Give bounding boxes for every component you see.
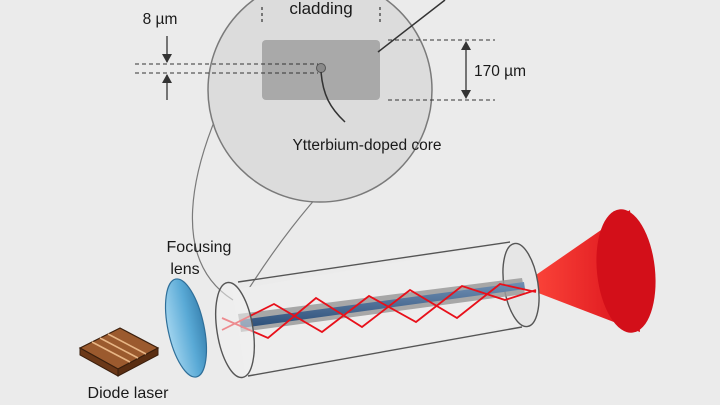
core-size-label: 8 µm xyxy=(143,11,178,28)
clad-arrow-top-head xyxy=(461,41,471,50)
core-dimension: 8 µm xyxy=(135,11,318,100)
lens-shape xyxy=(164,278,208,378)
diode-label: Diode laser xyxy=(88,385,170,402)
pump-ray-1 xyxy=(221,283,537,340)
core-label: Ytterbium-doped core xyxy=(292,137,441,154)
diode-stripe-1 xyxy=(91,341,131,363)
cladding-label: cladding xyxy=(289,0,352,18)
lens-label-line2: lens xyxy=(170,261,199,278)
core-leader-line xyxy=(320,71,346,123)
diode-side-right xyxy=(117,347,159,377)
diode-stripe-3 xyxy=(107,333,147,355)
core-arrow-bottom-head xyxy=(162,74,172,83)
cladding-leader-line xyxy=(377,0,446,53)
output-beam xyxy=(520,209,656,333)
fiber-cross-section-inset: cladding Ytterbium-doped core xyxy=(207,0,446,203)
core-arrow-top-head xyxy=(162,54,172,63)
focusing-lens: Focusing lens xyxy=(164,239,232,378)
cladding-dimension: 170 µm xyxy=(388,39,526,101)
diode-stripe-2 xyxy=(99,337,139,359)
pump-ray-2 xyxy=(221,284,537,334)
core-dot xyxy=(316,63,326,73)
fiber-near-end xyxy=(215,281,255,379)
clad-arrow-bottom-head xyxy=(461,90,471,99)
fiber-top-edge xyxy=(237,241,511,283)
fiber-bottom-edge xyxy=(247,326,523,377)
output-beam-face xyxy=(596,209,656,333)
diode-laser: Diode laser xyxy=(78,327,170,402)
clad-size-label: 170 µm xyxy=(474,63,526,80)
fiber-cylinder xyxy=(215,241,540,379)
lens-label-line1: Focusing xyxy=(167,239,232,256)
